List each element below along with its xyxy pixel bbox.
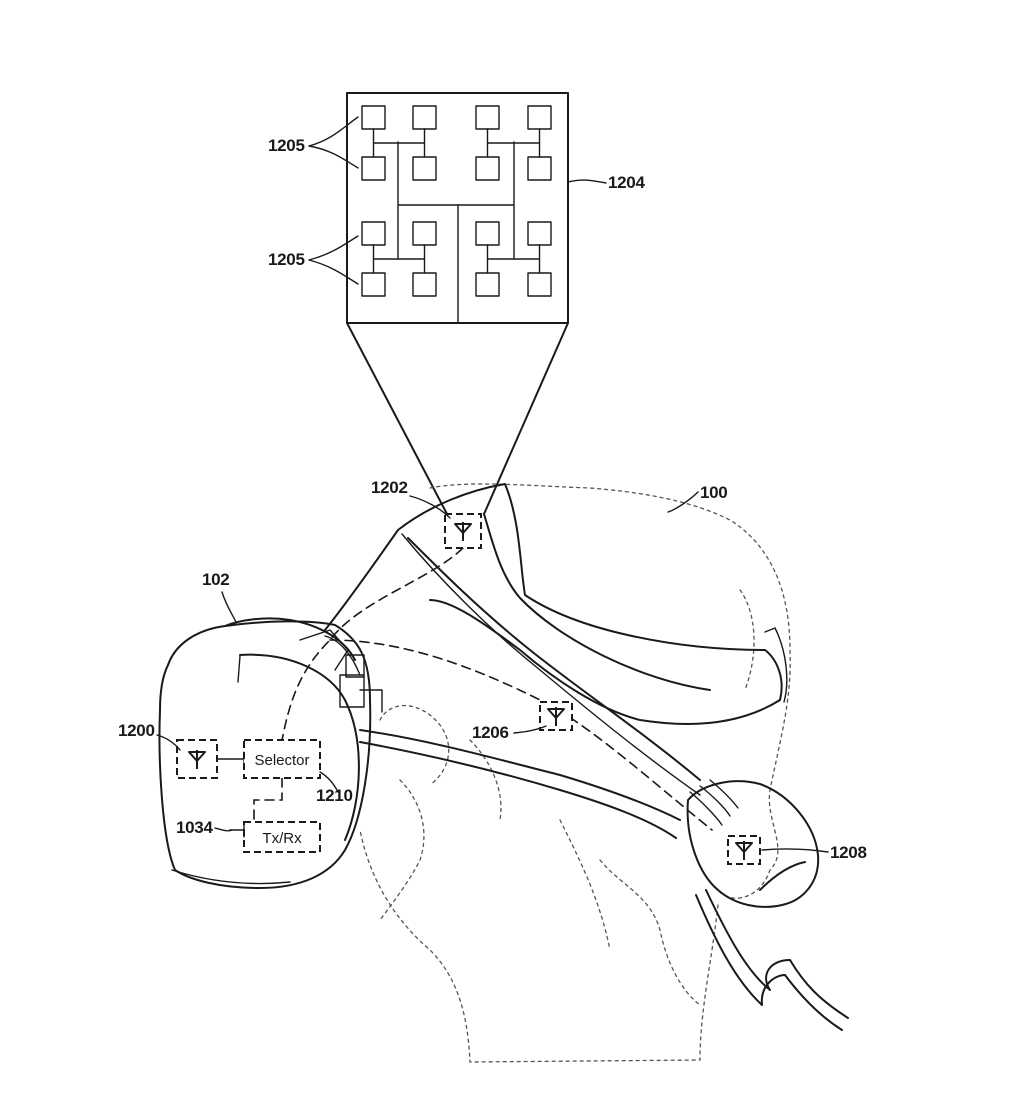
array-element: [412, 221, 437, 246]
txrx-box: Tx/Rx: [243, 821, 321, 853]
label-1206: 1206: [472, 723, 509, 742]
array-element: [527, 221, 552, 246]
array-elements: [361, 105, 552, 324]
leader-1204: [567, 179, 607, 184]
leader-1210: [319, 771, 339, 793]
label-1205-bottom: 1205: [268, 250, 305, 269]
label-1208: 1208: [830, 843, 867, 862]
array-element: [361, 221, 386, 246]
label-1200: 1200: [118, 721, 155, 740]
array-element: [412, 156, 437, 181]
array-element: [475, 221, 500, 246]
array-element: [361, 105, 386, 130]
array-element: [527, 272, 552, 297]
selector-label: Selector: [254, 752, 309, 769]
array-element: [475, 272, 500, 297]
leader-1200: [156, 734, 181, 751]
leader-1205-top-b: [308, 145, 359, 169]
head-outline-icon: [359, 483, 791, 1063]
array-element: [527, 105, 552, 130]
label-102: 102: [202, 570, 229, 589]
array-element: [412, 105, 437, 130]
leader-1208: [761, 848, 829, 853]
leader-1034: [214, 827, 233, 832]
leader-102: [221, 591, 237, 623]
leader-1205-bottom-b: [308, 259, 359, 285]
array-element: [361, 156, 386, 181]
selector-box: Selector: [243, 739, 321, 779]
array-element: [475, 156, 500, 181]
label-1210: 1210: [316, 786, 353, 805]
array-element: [527, 156, 552, 181]
leader-1205-top-a: [308, 116, 359, 147]
antenna-1200: [176, 739, 218, 779]
label-1204: 1204: [608, 173, 645, 192]
leader-1202: [409, 495, 451, 519]
leader-100: [667, 491, 699, 513]
antenna-1202: [444, 513, 482, 549]
label-1034: 1034: [176, 818, 213, 837]
antenna-1208: [727, 835, 761, 865]
array-element: [475, 105, 500, 130]
array-element: [412, 272, 437, 297]
antenna-array-icon: [346, 92, 569, 324]
leader-1206: [513, 725, 547, 734]
label-1205-top: 1205: [268, 136, 305, 155]
zoom-lines: [346, 322, 569, 515]
array-element: [361, 272, 386, 297]
leader-1205-bottom-a: [308, 235, 359, 261]
label-100: 100: [700, 483, 727, 502]
label-1202: 1202: [371, 478, 408, 497]
headset-icon: [158, 483, 849, 1031]
antenna-1206: [539, 701, 573, 731]
signal-paths: [253, 547, 713, 831]
txrx-label: Tx/Rx: [262, 830, 302, 847]
